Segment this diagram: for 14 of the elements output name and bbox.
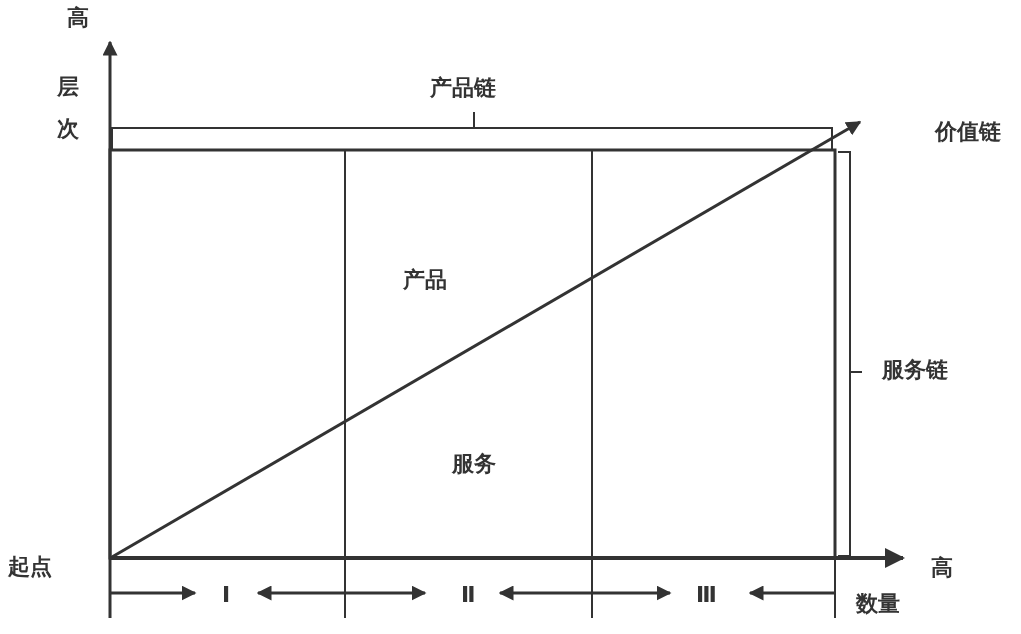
axis-end-label: 高 [931, 556, 953, 581]
value-chain-arrow [111, 120, 862, 559]
axis-title: 数量 [856, 592, 900, 617]
stage-label: Ⅱ [461, 583, 476, 608]
region-label: 服务 [452, 452, 496, 477]
node-label: 价值链 [935, 120, 1001, 145]
node-label: 起点 [8, 555, 52, 580]
stage-label: Ⅰ [222, 583, 231, 608]
bracket-label: 服务链 [882, 358, 948, 383]
axis-title: 层次 [57, 73, 79, 143]
bracket-label: 产品链 [430, 76, 496, 101]
stage-label: Ⅲ [696, 583, 717, 608]
region-label: 产品 [403, 268, 447, 293]
axis-title: 高 [67, 6, 89, 31]
